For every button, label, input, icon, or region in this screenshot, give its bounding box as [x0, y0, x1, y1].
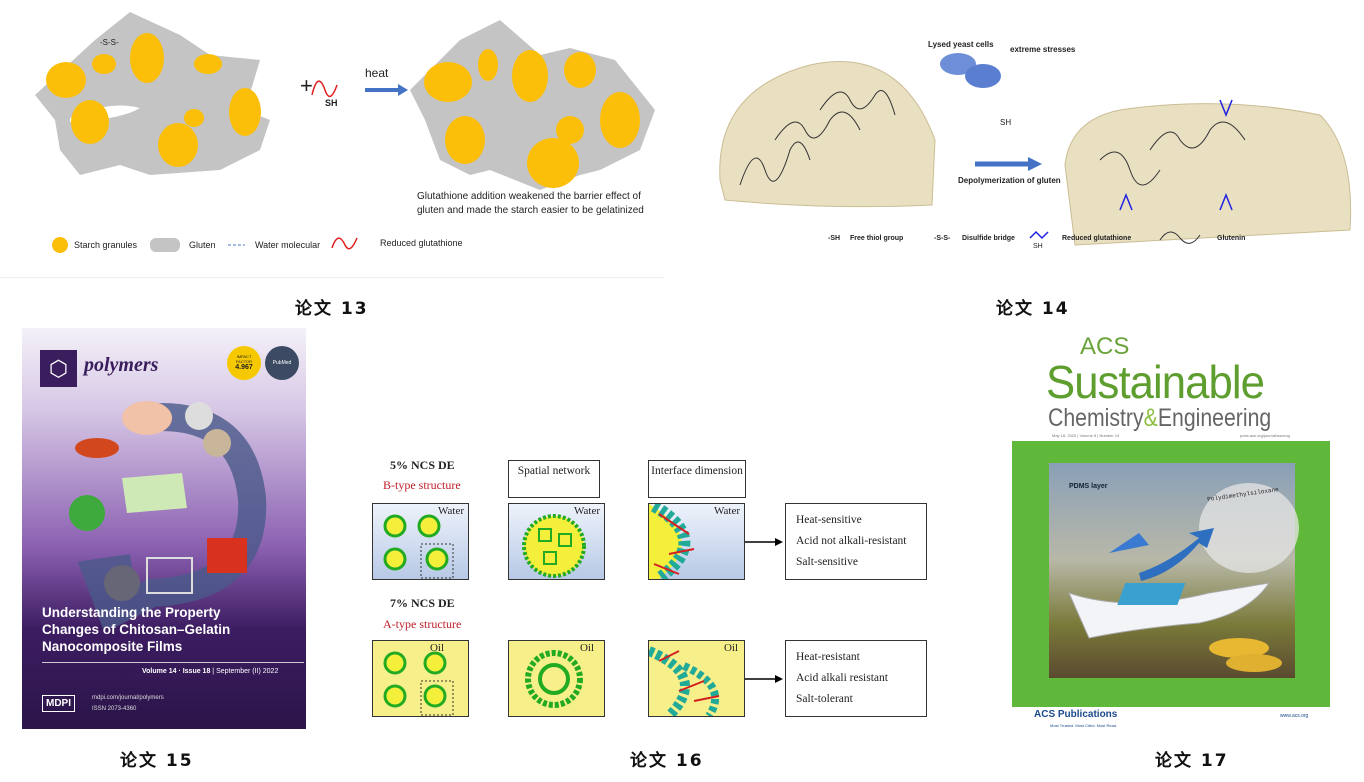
row2-conc: 7% NCS DE — [390, 596, 455, 610]
caption-15: 论文 15 — [120, 751, 194, 771]
issue-info: May 18, 2020 | Volume 8 | Number 19 — [1052, 433, 1120, 438]
figure-14: Lysed yeast cells extreme stresses Depol… — [700, 0, 1364, 270]
row2-medium-3: Oil — [723, 642, 738, 654]
row1-medium-3: Water — [714, 505, 740, 517]
ampersand: & — [1143, 404, 1158, 432]
property: Acid not alkali-resistant — [796, 535, 907, 547]
row2-type: A-type structure — [383, 617, 462, 631]
legend-glutathione-sh: SH — [1033, 243, 1043, 250]
figure-13: + heat SH -S-S- Glutathione addition wea… — [0, 0, 665, 278]
issue-date: September (II) 2022 — [216, 668, 279, 675]
sh-label: SH — [1000, 118, 1012, 127]
yeast-cell-icon — [965, 64, 1001, 88]
cover-illustration — [69, 401, 267, 628]
row2-medium-2: Oil — [579, 642, 594, 654]
property: Acid alkali resistant — [796, 672, 888, 684]
legend-starch-swatch — [52, 237, 68, 253]
polymers-logo-icon: ⬡ — [40, 350, 77, 387]
cover-art: PDMS layer Polydimethylsiloxane — [1012, 441, 1330, 707]
caption-16: 论文 16 — [630, 751, 704, 771]
starch-granule — [46, 62, 86, 98]
yeast-cell-icon — [940, 53, 976, 75]
row1-properties: Heat-sensitive Acid not alkali-resistant… — [785, 503, 927, 580]
mdpi-logo: MDPI — [42, 695, 75, 712]
issn: ISSN 2073-4360 — [92, 706, 137, 712]
header-spatial-network: Spatial network — [508, 460, 600, 498]
row2-emulsion-cell: Oil — [372, 640, 469, 717]
svg-text:+: + — [300, 73, 313, 98]
row1-medium-2: Water — [574, 505, 600, 517]
legend-starch: Starch granules — [74, 240, 138, 250]
legend-glutathione: Reduced glutathione — [380, 238, 463, 248]
legend-glutenin-icon — [1159, 231, 1201, 244]
pubmed-label: PubMed — [272, 360, 292, 366]
caption-17: 论文 17 — [1155, 751, 1229, 771]
fig13-note: Glutathione addition weakened the barrie… — [417, 191, 644, 216]
legend-glutenin: Glutenin — [1217, 235, 1246, 242]
legend-disulfide: Disulfide bridge — [962, 235, 1015, 242]
row1-conc: 5% NCS DE — [390, 458, 455, 472]
arrow-icon — [745, 675, 783, 683]
legend-water: Water molecular — [255, 240, 321, 250]
row1-network-cell: Water — [508, 503, 605, 580]
journal-url: mdpi.com/journal/polymers — [92, 695, 164, 701]
sh-label: SH — [325, 98, 338, 108]
legend-disulfide-symbol: -S-S- — [934, 235, 951, 242]
bread-slice-left — [719, 61, 936, 208]
title-sustainable: Sustainable — [1046, 356, 1265, 408]
legend-thiol-symbol: -SH — [828, 235, 841, 242]
property: Salt-tolerant — [796, 693, 853, 705]
volume-issue: Volume 14 · Issue 18 | September (II) 20… — [142, 668, 279, 675]
row1-interface-cell: Water — [648, 500, 745, 582]
row1-emulsion-cell: Water — [372, 503, 469, 580]
pubmed-badge: PubMed — [265, 346, 299, 380]
legend-glutathione-icon — [1029, 230, 1049, 240]
title-chemistry: Chemistry — [1048, 404, 1144, 432]
figure-15-cover: ⬡ polymers IMPACT FACTOR 4.967 PubMed Un… — [22, 328, 306, 729]
cover-title: Understanding the Property Changes of Ch… — [42, 605, 231, 654]
bread-diagram — [719, 53, 1352, 246]
acs-publications-logo: ACS Publications — [1034, 709, 1118, 720]
header-interface-dimension: Interface dimension — [648, 460, 746, 498]
row1-medium: Water — [438, 505, 464, 517]
title-chem-eng: Chemistry&Engineering — [1048, 405, 1271, 431]
impact-factor-badge: IMPACT FACTOR 4.967 — [227, 346, 261, 380]
acs-label: ACS — [1080, 335, 1130, 360]
glutathione-icon — [311, 80, 338, 98]
stress-label: extreme stresses — [1010, 45, 1076, 54]
figure-16: 5% NCS DE B-type structure Spatial netwo… — [365, 445, 935, 725]
yeast-label: Lysed yeast cells — [928, 40, 994, 49]
volume: Volume 14 · Issue 18 — [142, 668, 211, 675]
property: Heat-resistant — [796, 651, 860, 663]
pdms-label: PDMS layer — [1069, 483, 1108, 490]
journal-site: pubs.acs.org/journal/ascecg — [1240, 433, 1290, 438]
acs-tagline: Most Trusted. Most Cited. Most Read. — [1050, 723, 1118, 728]
depolymerization-label: Depolymerization of gluten — [958, 176, 1061, 185]
journal-name: polymers — [84, 354, 159, 376]
property: Heat-sensitive — [796, 514, 862, 526]
bread-slice-right — [1064, 103, 1352, 246]
row2-network-cell: Oil — [508, 640, 605, 717]
impact-label: IMPACT FACTOR — [235, 354, 253, 364]
property: Salt-sensitive — [796, 556, 858, 568]
row2-interface-cell: Oil — [647, 640, 745, 720]
acs-www: www.acs.org — [1280, 713, 1309, 719]
legend-glutathione: Reduced glutathione — [1062, 235, 1132, 242]
row2-medium: Oil — [429, 642, 444, 654]
legend-gluten: Gluten — [189, 240, 216, 250]
arrow-icon — [745, 538, 783, 546]
disulfide-label: -S-S- — [100, 38, 119, 47]
title-engineering: Engineering — [1157, 404, 1272, 432]
caption-14: 论文 14 — [996, 299, 1070, 319]
gluten-starch-diagram: + — [35, 12, 655, 253]
legend-thiol: Free thiol group — [850, 235, 904, 242]
row1-type: B-type structure — [383, 478, 461, 492]
row2-properties: Heat-resistant Acid alkali resistant Sal… — [785, 640, 927, 717]
caption-13: 论文 13 — [295, 299, 369, 319]
legend-glutathione-icon — [331, 237, 358, 250]
impact-value: 4.967 — [235, 364, 253, 371]
figure-17-cover: ACS Sustainable Chemistry&Engineering Ma… — [1012, 335, 1332, 731]
heat-label: heat — [365, 66, 389, 80]
legend-gluten-swatch — [150, 238, 180, 252]
